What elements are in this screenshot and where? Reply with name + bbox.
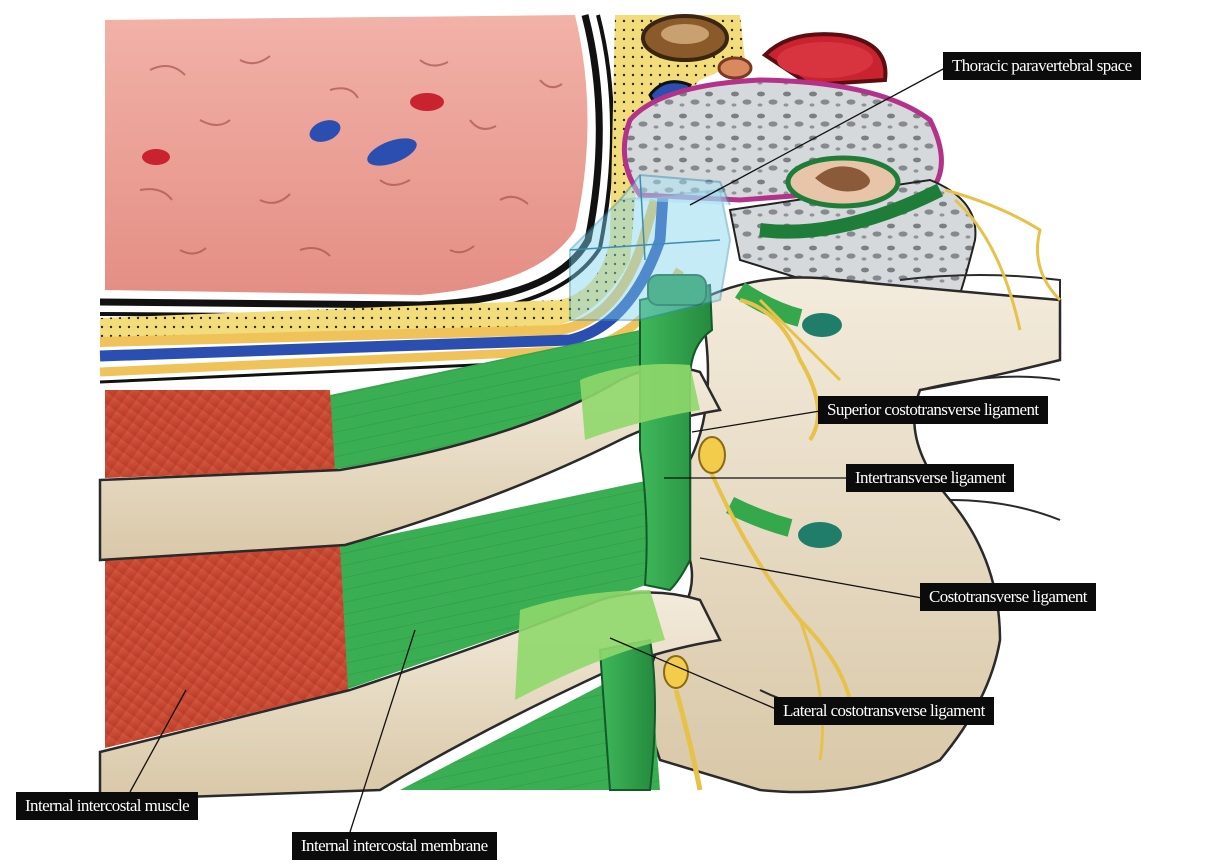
intercostal-muscle [105,390,348,748]
label-internal-intercostal-membrane: Internal intercostal membrane [292,832,497,860]
lung [105,15,588,295]
label-internal-intercostal-muscle: Internal intercostal muscle [16,792,198,820]
label-intertransverse-ligament: Intertransverse ligament [846,464,1014,492]
label-lateral-costotransverse-ligament: Lateral costotransverse ligament [774,697,994,725]
label-costotransverse-ligament: Costotransverse ligament [920,583,1096,611]
label-superior-costotransverse-ligament: Superior costotransverse ligament [818,396,1048,424]
label-thoracic-paravertebral-space: Thoracic paravertebral space [943,52,1141,80]
